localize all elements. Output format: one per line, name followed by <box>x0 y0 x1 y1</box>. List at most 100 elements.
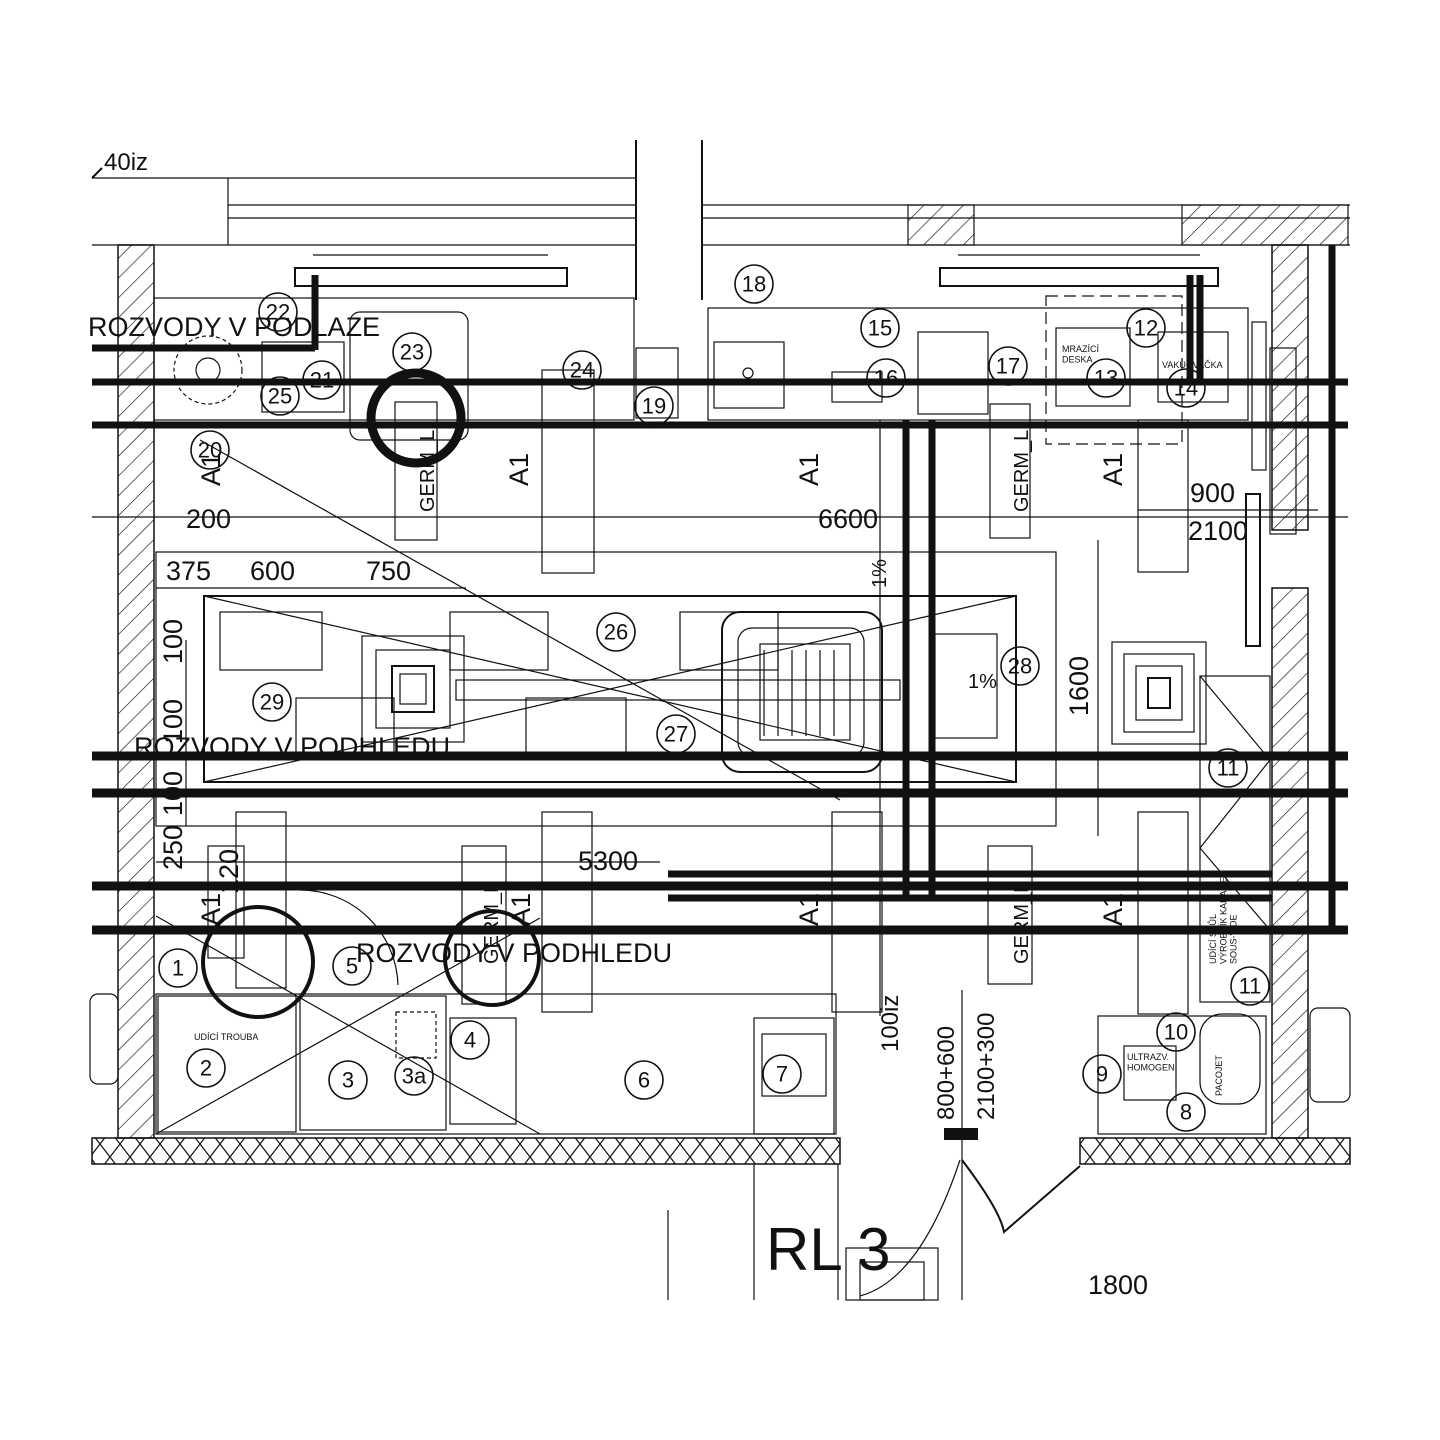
equipment-tag-number: 19 <box>642 394 666 419</box>
equipment-tag: 8 <box>1166 1092 1206 1132</box>
smoke-table-label: UDÍCÍ STŮLVÝROBNÍK KARAMELSOUS-VIDE <box>1207 872 1239 964</box>
central-island <box>155 439 1057 827</box>
equipment-tag-circle <box>302 360 342 400</box>
equipment-tag-number: 12 <box>1134 316 1158 341</box>
equipment-tag-number: 23 <box>400 340 424 365</box>
equipment-tag-circle <box>392 332 432 372</box>
equipment-tag: 10 <box>1156 1012 1196 1052</box>
equipment-tag-number: 29 <box>260 690 284 715</box>
equipment-tag-number: 26 <box>604 620 628 645</box>
equipment-tag-number: 11 <box>1239 974 1262 999</box>
equipment-tag-number: 21 <box>310 368 334 393</box>
smoke-oven-label: UDÍCÍ TROUBA <box>194 1032 258 1042</box>
equipment-tag-number: 16 <box>874 366 898 391</box>
equipment-tag-circle <box>860 308 900 348</box>
equipment-tag-number: 24 <box>570 358 594 383</box>
equipment-tag: 7 <box>762 1054 802 1094</box>
germ-label-2: GERM_L <box>1011 430 1033 512</box>
equipment-tag-circle <box>1126 308 1166 348</box>
equipment-tag-circle <box>1156 1012 1196 1052</box>
dim-1800: 1800 <box>1088 1270 1148 1300</box>
equipment-tag-number: 17 <box>996 354 1020 379</box>
equipment-tag-circle <box>1208 748 1248 788</box>
equipment-tag-number: 8 <box>1180 1100 1192 1125</box>
equipment-tag-circle <box>762 1054 802 1094</box>
door-level-label: 100iz <box>877 995 904 1052</box>
equipment-tag: 20 <box>190 430 230 470</box>
equipment-tag-number: 18 <box>742 272 766 297</box>
equipment-tag-circle <box>158 948 198 988</box>
equipment-tag-circle <box>1166 1092 1206 1132</box>
slope-label: 1% <box>869 559 891 588</box>
ultrasonic-label: ULTRAZV.HOMOGEN. <box>1127 1052 1177 1072</box>
room-code: RL 3 <box>766 1216 891 1283</box>
equipment-tag-circle <box>596 612 636 652</box>
door-size-label-1: 800+600 <box>933 1026 960 1120</box>
equipment-tag: 1 <box>158 948 198 988</box>
a1-label: A1 <box>196 893 226 926</box>
equipment-tag-number: 22 <box>266 300 290 325</box>
dim-100: 100 <box>158 699 188 744</box>
equipment-tag: 23 <box>392 332 432 372</box>
ceiling-distribution-label-1: ROZVODY V PODHLEDU <box>134 732 450 762</box>
equipment-tag-circle <box>1086 358 1126 398</box>
dim-1600: 1600 <box>1064 656 1094 716</box>
equipment-tag-number: 13 <box>1094 366 1118 391</box>
equipment-tag-circle <box>656 714 696 754</box>
dim-200: 200 <box>186 504 231 534</box>
equipment-tag-number: 6 <box>638 1068 650 1093</box>
dim-750: 750 <box>366 556 411 586</box>
equipment-tag: 6 <box>624 1060 664 1100</box>
equipment-tag-number: 15 <box>868 316 892 341</box>
equipment-tag-circle <box>562 350 602 390</box>
equipment-tag-number: 2 <box>200 1056 212 1081</box>
equipment-tag: 5 <box>332 946 372 986</box>
equipment-tag: 27 <box>656 714 696 754</box>
slope-label: 1% <box>968 671 997 693</box>
pipe-runs <box>92 245 1348 935</box>
equipment-tag-circle <box>624 1060 664 1100</box>
a1-label: A1 <box>794 893 824 926</box>
equipment-tag-circle <box>1166 368 1206 408</box>
equipment-tag-number: 25 <box>268 384 292 409</box>
dim-5300: 5300 <box>578 846 638 876</box>
equipment-tag: 15 <box>860 308 900 348</box>
dim-375: 375 <box>166 556 211 586</box>
a1-label: A1 <box>1098 453 1128 486</box>
germ-label-3: GERM_L <box>481 882 503 964</box>
equipment-tag-circle <box>634 386 674 426</box>
equipment-tag: 3 <box>328 1060 368 1100</box>
equipment-tag-number: 1 <box>172 956 184 981</box>
equipment-tag-number: 4 <box>464 1028 476 1053</box>
equipment-tag-number: 5 <box>346 954 358 979</box>
equipment-tag: 9 <box>1082 1054 1122 1094</box>
equipment-tag: 21 <box>302 360 342 400</box>
equipment-tag-circle <box>866 358 906 398</box>
equipment-tag-circle <box>252 682 292 722</box>
dim-100: 100 <box>158 771 188 816</box>
equipment-tag: 19 <box>634 386 674 426</box>
equipment-tag-number: 7 <box>776 1062 788 1087</box>
equipment-tag: 26 <box>596 612 636 652</box>
equipment-tag-circle <box>260 376 300 416</box>
equipment-tag: 11 <box>1230 966 1270 1006</box>
equipment-tag: 11 <box>1208 748 1248 788</box>
floor-distribution-label: ROZVODY V PODLAZE <box>88 312 380 342</box>
germ-label-1: GERM_L <box>417 430 439 512</box>
dim-600: 600 <box>250 556 295 586</box>
germ-label-4: GERM_L <box>1011 882 1033 964</box>
equipment-tag: 2 <box>186 1048 226 1088</box>
ceiling-distribution-label-2: ROZVODY V PODHLEDU <box>356 938 672 968</box>
equipment-tag-circle <box>186 1048 226 1088</box>
dim-900: 900 <box>1190 478 1235 508</box>
dim-100: 100 <box>158 619 188 664</box>
equipment-tag-circle <box>988 346 1028 386</box>
a1-label: A1 <box>794 453 824 486</box>
equipment-tag: 14 <box>1166 368 1206 408</box>
equipment-tag-number: 10 <box>1164 1020 1188 1045</box>
equipment-tag-circle <box>450 1020 490 1060</box>
equipment-tag-circle <box>190 430 230 470</box>
